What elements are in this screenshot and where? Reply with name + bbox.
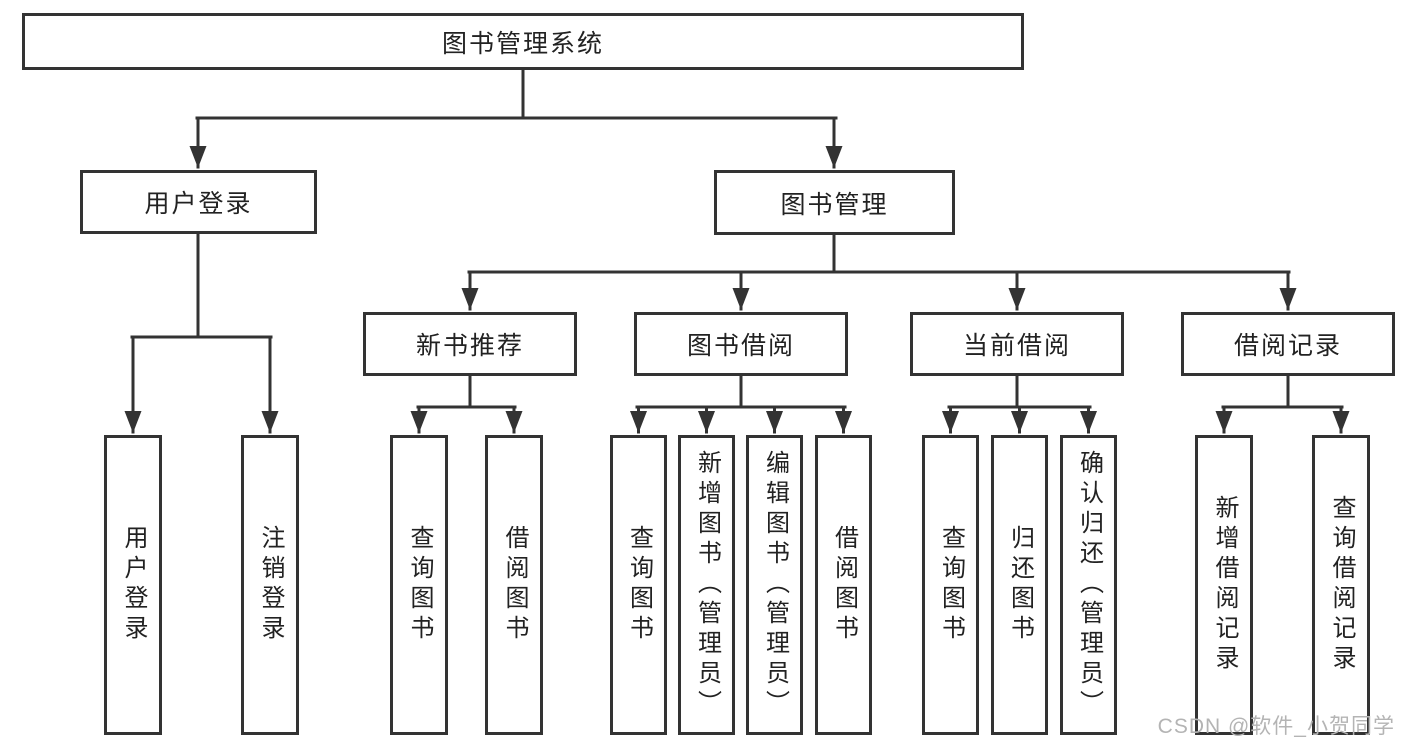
leaf-borrow-query-books: 查询图书 <box>610 435 667 735</box>
csdn-watermark: CSDN @软件_小贺同学 <box>1157 715 1395 738</box>
node-new-book-recommend: 新书推荐 <box>363 312 577 376</box>
leaf-current-query-books: 查询图书 <box>922 435 979 735</box>
leaf-add-borrow-record: 新增借阅记录 <box>1195 435 1253 735</box>
node-borrow-records: 借阅记录 <box>1181 312 1395 376</box>
node-current-borrow: 当前借阅 <box>910 312 1124 376</box>
leaf-borrow-add-books-admin: 新增图书（管理员） <box>678 435 735 735</box>
leaf-query-borrow-record: 查询借阅记录 <box>1312 435 1370 735</box>
node-library-management-system: 图书管理系统 <box>22 13 1024 70</box>
node-book-management: 图书管理 <box>714 170 955 235</box>
node-book-borrow: 图书借阅 <box>634 312 848 376</box>
leaf-borrow-edit-books-admin: 编辑图书（管理员） <box>746 435 803 735</box>
leaf-recommend-query-books: 查询图书 <box>390 435 448 735</box>
leaf-current-confirm-return-admin: 确认归还（管理员） <box>1060 435 1117 735</box>
leaf-current-return-books: 归还图书 <box>991 435 1048 735</box>
leaf-borrow-borrow-books: 借阅图书 <box>815 435 872 735</box>
leaf-recommend-borrow-books: 借阅图书 <box>485 435 543 735</box>
leaf-user-login: 用户登录 <box>104 435 162 735</box>
node-user-login: 用户登录 <box>80 170 317 234</box>
leaf-logout: 注销登录 <box>241 435 299 735</box>
